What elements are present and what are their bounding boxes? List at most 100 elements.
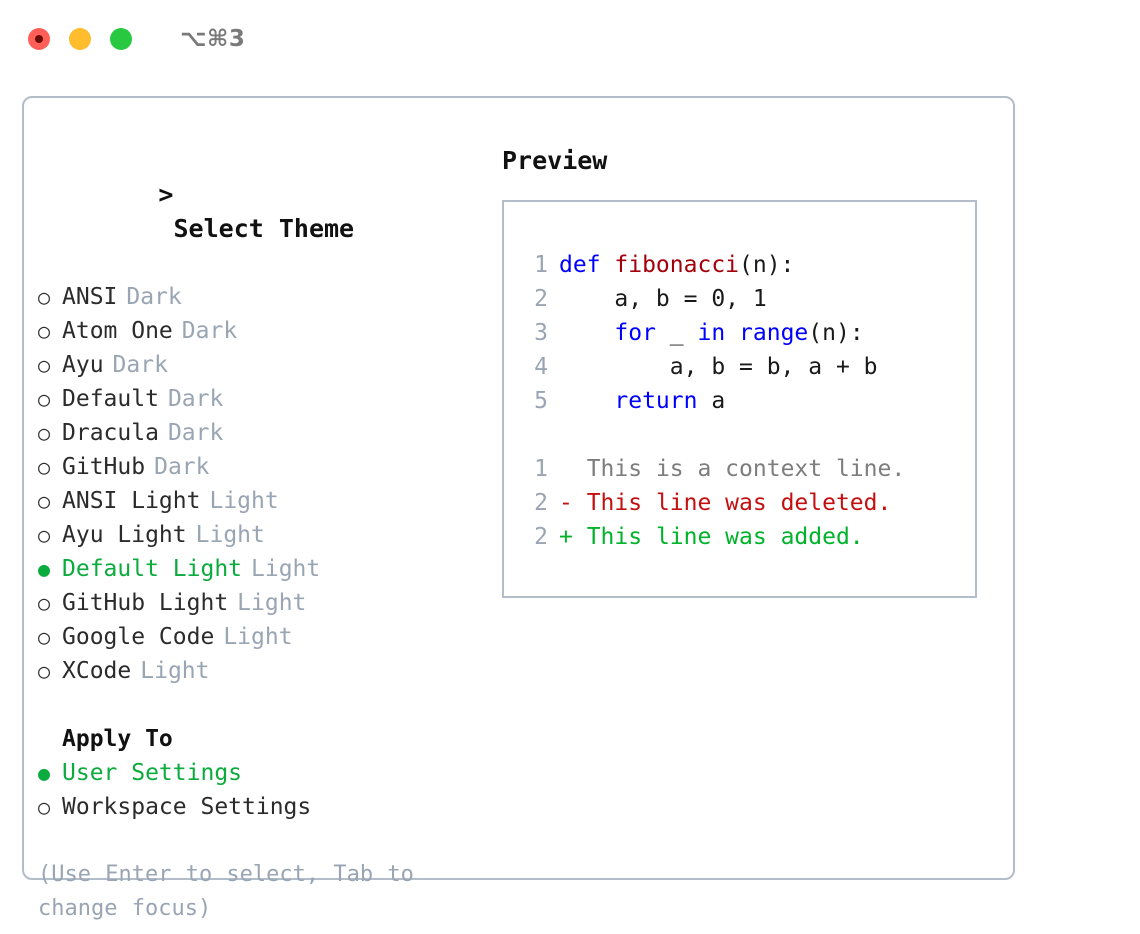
code-line: 4 a, b = b, a + b [522, 350, 975, 384]
code-diff-gap [522, 418, 975, 452]
theme-name: Google Code [62, 624, 215, 650]
diff-marker: + [559, 524, 573, 550]
theme-variant-badge: Dark [112, 352, 168, 378]
theme-name: Dracula [62, 420, 159, 446]
theme-variant-badge: Light [209, 488, 279, 514]
radio-unselected-icon: ○ [38, 591, 51, 615]
theme-name: GitHub Light [62, 590, 229, 616]
code-line-content: a, b = b, a + b [559, 350, 878, 384]
radio-unselected-icon: ○ [38, 319, 51, 343]
minimize-window-button[interactable] [69, 28, 91, 50]
apply-to-label: Apply To [62, 726, 173, 752]
code-line: 5 return a [522, 384, 975, 418]
diff-line-content: This is a context line. [572, 456, 906, 482]
maximize-window-button[interactable] [110, 28, 132, 50]
select-theme-text: Select Theme [173, 214, 355, 243]
theme-list-item[interactable]: ○ XCode Light [38, 654, 478, 688]
theme-name: Ayu [62, 352, 104, 378]
radio-unselected-icon: ○ [38, 455, 51, 479]
code-token-plain: a [697, 388, 726, 414]
theme-name: Atom One [62, 318, 173, 344]
theme-variant-badge: Dark [126, 284, 182, 310]
theme-name: Ayu Light [62, 522, 187, 548]
diff-line: 1 This is a context line. [522, 452, 975, 486]
code-token-plain: a, b = 0, 1 [559, 286, 767, 312]
theme-list-item[interactable]: ○ Ayu Light Light [38, 518, 478, 552]
radio-unselected-icon: ○ [38, 659, 51, 683]
code-token-kw: range [739, 320, 809, 346]
prompt-caret-icon: > [158, 180, 174, 209]
code-token-plain [725, 320, 739, 346]
radio-unselected-icon: ○ [38, 489, 51, 513]
window-title: ⌥⌘3 [180, 26, 246, 52]
theme-list-item[interactable]: ○ GitHub Dark [38, 450, 478, 484]
code-line-content: for _ in range(n): [559, 316, 864, 350]
theme-list-item[interactable]: ○ GitHub Light Light [38, 586, 478, 620]
theme-list-item[interactable]: ○ Dracula Dark [38, 416, 478, 450]
theme-variant-badge: Dark [167, 420, 224, 446]
apply-to-option[interactable]: ●User Settings [38, 756, 478, 790]
theme-name: GitHub [62, 454, 146, 480]
theme-list-item[interactable]: ○ Atom One Dark [38, 314, 478, 348]
diff-line-number: 2 [534, 490, 548, 516]
window-controls [28, 28, 132, 50]
diff-marker: - [559, 490, 573, 516]
diff-line-number: 2 [534, 524, 548, 550]
diff-line-number: 1 [534, 456, 548, 482]
code-line: 3 for _ in range(n): [522, 316, 975, 350]
theme-variant-badge: Light [140, 658, 210, 684]
code-line-number: 3 [534, 320, 548, 346]
code-line-number: 2 [534, 286, 548, 312]
apply-to-option-label: User Settings [62, 760, 243, 786]
theme-name: Default Light [62, 556, 243, 582]
diff-line: 2 + This line was added. [522, 520, 975, 554]
radio-unselected-icon: ○ [38, 421, 51, 445]
code-token-plain: (n): [808, 320, 864, 346]
apply-to-option[interactable]: ○Workspace Settings [38, 790, 478, 824]
code-line-content: def fibonacci(n): [559, 248, 794, 282]
code-token-plain: a, b = b, a + b [559, 354, 878, 380]
select-theme-label [158, 214, 173, 243]
theme-variant-badge: Light [195, 522, 265, 548]
code-token-kw: def [559, 252, 615, 278]
radio-unselected-icon: ○ [38, 387, 51, 411]
title-bar: ⌥⌘3 [0, 0, 1140, 78]
radio-unselected-icon: ○ [38, 353, 51, 377]
theme-name: Default [62, 386, 159, 412]
apply-to-list: ●User Settings○Workspace Settings [38, 756, 478, 824]
theme-name: ANSI [62, 284, 118, 310]
code-token-plain: (n): [739, 252, 795, 278]
theme-list-item[interactable]: ○ Ayu Dark [38, 348, 478, 382]
diff-line-content: This line was added. [572, 524, 864, 550]
close-window-button[interactable] [28, 28, 50, 50]
radio-selected-icon: ● [38, 557, 51, 581]
theme-variant-badge: Dark [181, 318, 238, 344]
theme-name: ANSI Light [62, 488, 201, 514]
code-token-fn: fibonacci [614, 252, 740, 278]
theme-list-item[interactable]: ○ ANSI Light Light [38, 484, 478, 518]
theme-variant-badge: Dark [154, 454, 210, 480]
theme-name: XCode [62, 658, 132, 684]
radio-unselected-icon: ○ [38, 523, 51, 547]
code-line-number: 5 [534, 388, 548, 414]
theme-list-item[interactable]: ● Default Light Light [38, 552, 478, 586]
theme-variant-badge: Light [237, 590, 307, 616]
code-line-content: return a [559, 384, 725, 418]
theme-list-item[interactable]: ○ Default Dark [38, 382, 478, 416]
code-token-plain: _ [655, 320, 698, 346]
radio-unselected-icon: ○ [38, 625, 51, 649]
diff-sample: 1 This is a context line. 2- This line wa… [522, 452, 975, 554]
theme-variant-badge: Light [251, 556, 321, 582]
code-line-number: 4 [534, 354, 548, 380]
theme-variant-badge: Dark [167, 386, 224, 412]
